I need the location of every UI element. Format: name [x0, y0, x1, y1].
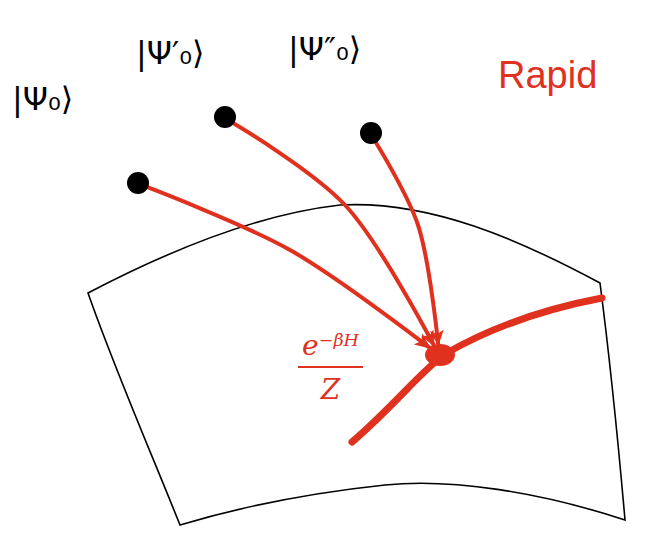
state-dot: |Ψ′₀⟩ [214, 106, 236, 128]
state-manifold [88, 205, 625, 525]
numerator-text: e⁻ᵝᴴ [298, 330, 363, 368]
state-dot: |Ψ″₀⟩ [360, 122, 382, 144]
process-label: Rapid [498, 54, 597, 97]
relaxation-arrow [376, 143, 438, 344]
fraction-label: e⁻ᵝᴴZ [298, 330, 363, 406]
denominator-text: Z [321, 368, 340, 406]
state-dot: |Ψ₀⟩ [127, 172, 149, 194]
thermal-point: e⁻ᵝᴴZ [425, 344, 455, 366]
state-ket: |Ψ″₀⟩ [288, 30, 361, 68]
relaxation-arrow [234, 124, 434, 346]
state-ket: |Ψ₀⟩ [12, 80, 73, 118]
state-ket: |Ψ′₀⟩ [136, 34, 205, 72]
relaxation-arrow [148, 187, 429, 347]
